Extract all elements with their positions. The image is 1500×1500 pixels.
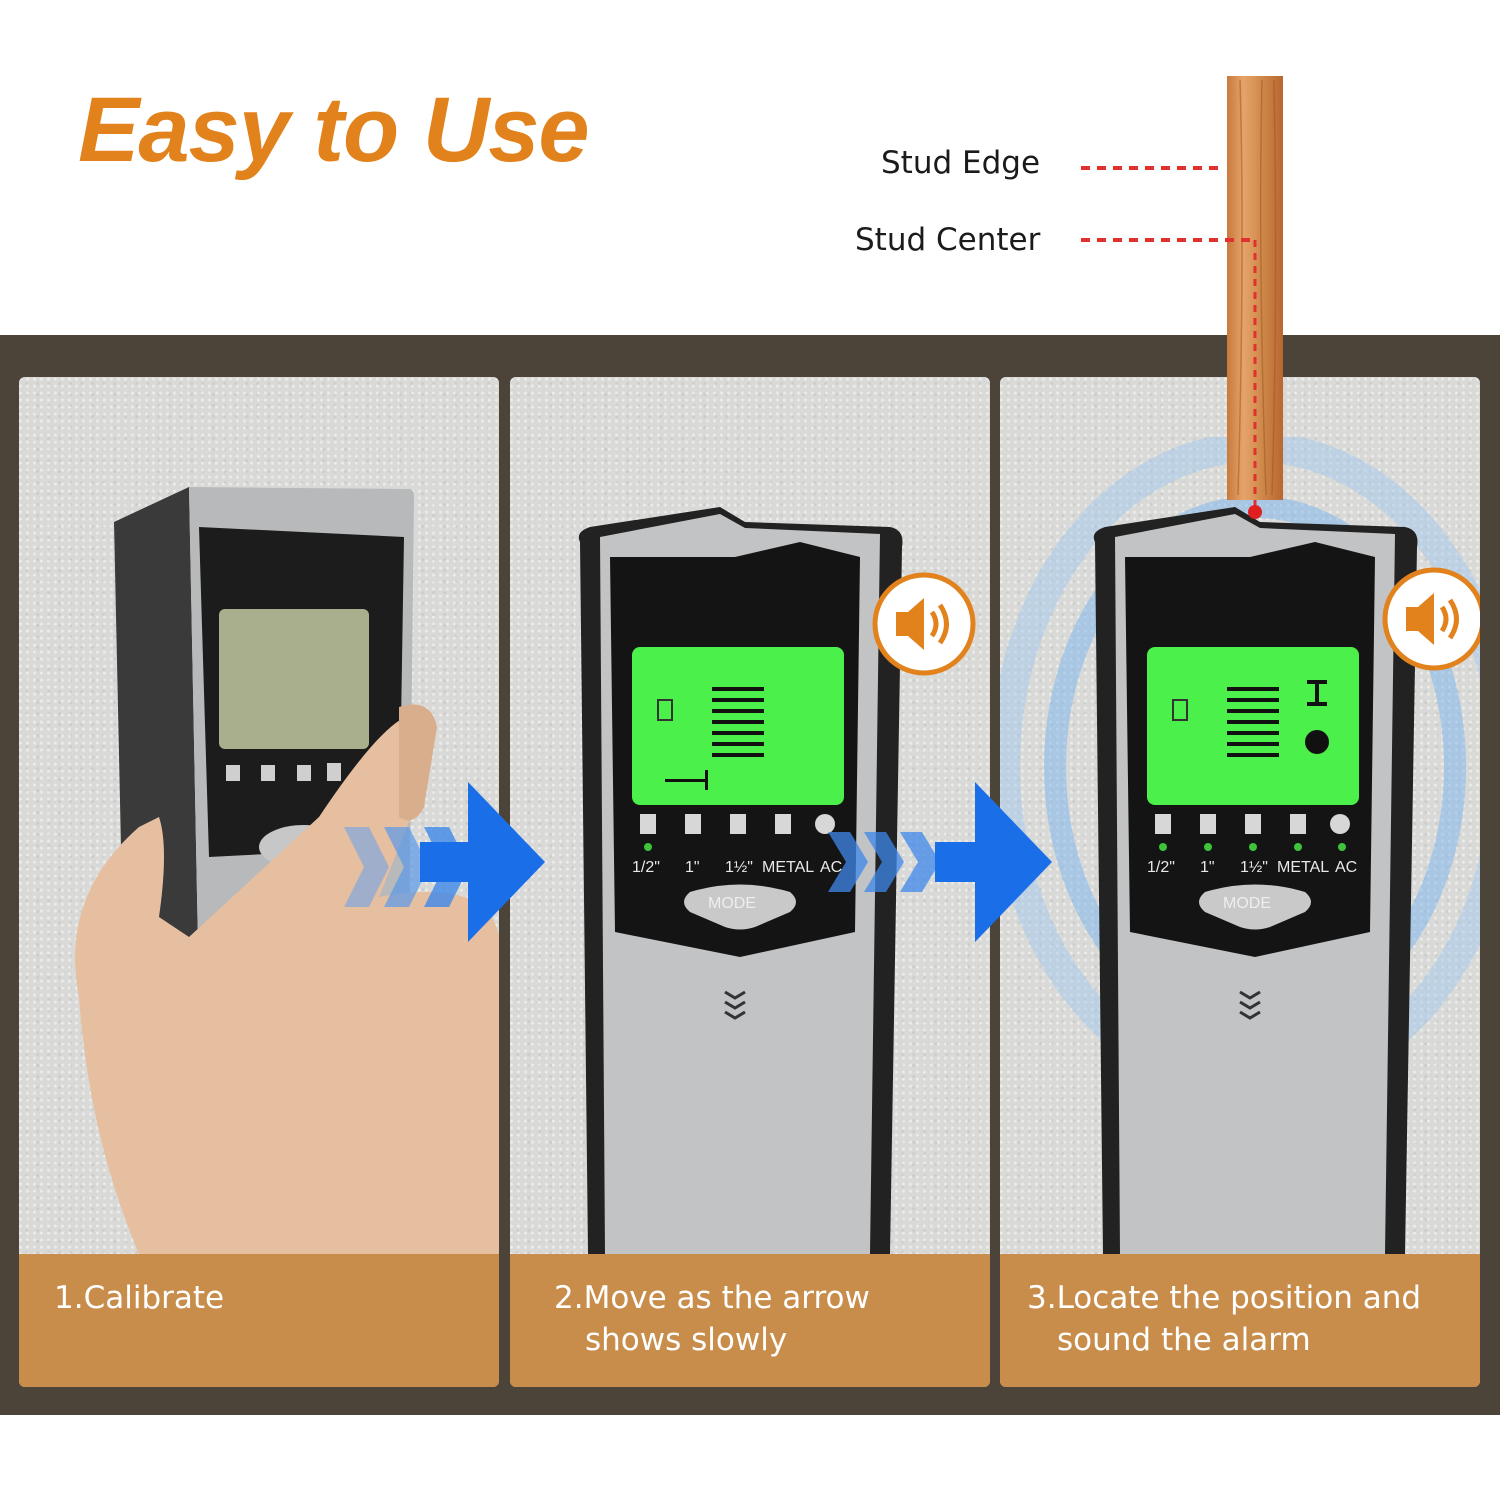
device-mode-icons <box>226 763 341 781</box>
device-calibrate-illustration <box>75 487 499 1254</box>
lcd-stud-bars <box>1227 687 1279 757</box>
caption-bar <box>1000 1254 1480 1387</box>
caption-bar <box>19 1254 499 1387</box>
device-mode-icons <box>640 814 835 834</box>
page-title: Easy to Use <box>78 79 590 181</box>
step-panel-3: 1/2" 1" 1½" METAL AC MODE 3.Locate the p… <box>1000 377 1480 1387</box>
speaker-icon <box>1382 567 1480 671</box>
mode-button-label: MODE <box>1223 895 1271 912</box>
step-panel-1: 1.Calibrate <box>19 377 499 1387</box>
right-arrow-icon <box>408 782 545 942</box>
stud-center-label: Stud Center <box>855 222 1041 258</box>
stud-center-dot <box>1248 505 1262 519</box>
mode-label-one: 1" <box>685 859 700 876</box>
mode-label-metal: METAL <box>1277 859 1329 876</box>
right-arrow-icon <box>935 782 1052 942</box>
chevron-icon <box>828 832 940 892</box>
mode-label-half: 1/2" <box>632 859 660 876</box>
step-caption-2b: shows slowly <box>585 1322 788 1358</box>
step-caption-1: 1.Calibrate <box>54 1280 225 1316</box>
device-mode-icons <box>1155 814 1350 834</box>
caption-bar <box>510 1254 990 1387</box>
stud-finder-device: 1/2" 1" 1½" METAL AC MODE <box>578 507 903 1254</box>
step-caption-3b: sound the alarm <box>1057 1322 1311 1358</box>
mode-button-label: MODE <box>708 895 756 912</box>
mode-label-one: 1" <box>1200 859 1215 876</box>
step-caption-2a: 2.Move as the arrow <box>554 1280 870 1316</box>
stud-edge-label: Stud Edge <box>881 145 1041 181</box>
mode-label-metal: METAL <box>762 859 814 876</box>
lcd-stud-bars <box>665 687 764 790</box>
step-caption-3a: 3.Locate the position and <box>1027 1280 1422 1316</box>
speaker-icon <box>872 572 976 676</box>
mode-label-ac: AC <box>1335 859 1357 876</box>
stud-finder-device-alert: 1/2" 1" 1½" METAL AC MODE <box>1093 507 1418 1254</box>
mode-label-half: 1/2" <box>1147 859 1175 876</box>
mode-label-one-half: 1½" <box>725 859 753 876</box>
mode-label-one-half: 1½" <box>1240 859 1268 876</box>
mode-label-ac: AC <box>820 859 842 876</box>
